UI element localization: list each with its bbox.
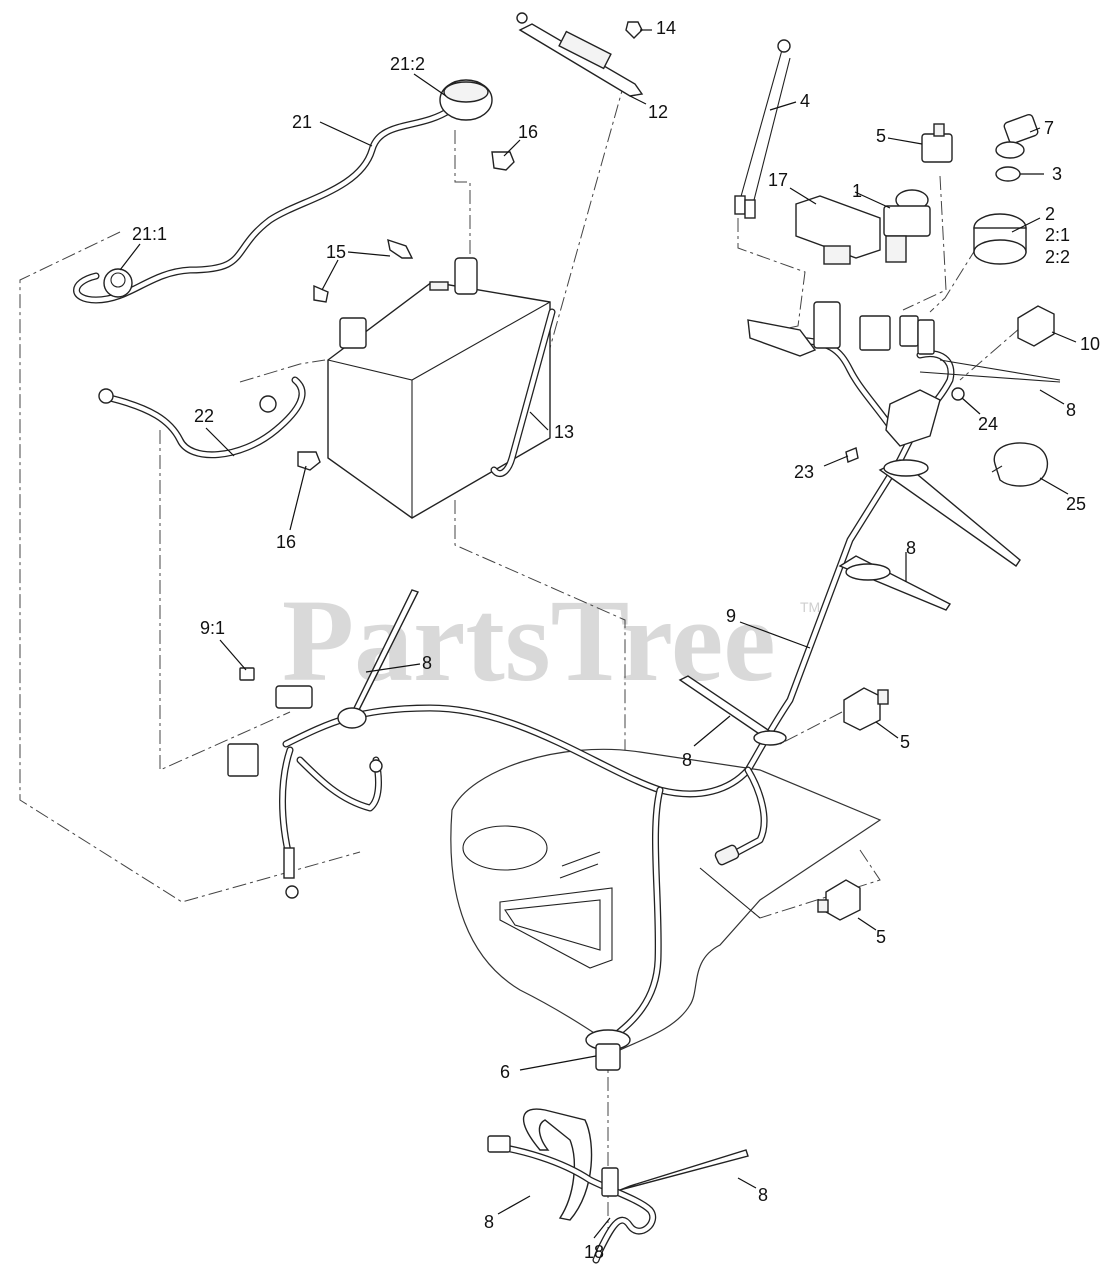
callout-1: 1: [852, 181, 862, 201]
nut-3: [995, 166, 1021, 182]
connector-9-1: [227, 667, 313, 777]
callout-9-1: 9:1: [200, 618, 225, 638]
callout-16-low: 16: [276, 532, 296, 552]
callout-labels: 1 2 2:1 2:2 3 4 5 5 5 6 7 8 8 8 8 8 8 8 …: [132, 18, 1100, 1262]
callout-24: 24: [978, 414, 998, 434]
screw-23: [845, 447, 859, 463]
callout-8-c: 8: [422, 653, 432, 673]
switch-5-low: [817, 879, 861, 921]
callout-15: 15: [326, 242, 346, 262]
callout-12: 12: [648, 102, 668, 122]
wing-nut-14: [625, 21, 643, 39]
callout-4: 4: [800, 91, 810, 111]
callout-8-e: 8: [758, 1185, 768, 1205]
clamp-25: [991, 442, 1049, 487]
battery-bolts-15: [313, 238, 414, 303]
harness-18: [487, 1135, 656, 1264]
nuts-16: [297, 151, 515, 471]
callout-10: 10: [1080, 334, 1100, 354]
ignition-switch-2: [973, 213, 1027, 265]
hour-meter-17: [795, 195, 881, 265]
negative-cable-22: [98, 376, 306, 459]
relay-10: [1017, 305, 1055, 347]
callout-23: 23: [794, 462, 814, 482]
callout-21: 21: [292, 112, 312, 132]
callout-14: 14: [656, 18, 676, 38]
switch-5-mid: [843, 687, 889, 731]
callout-16-top: 16: [518, 122, 538, 142]
callout-8-b: 8: [906, 538, 916, 558]
callout-9: 9: [726, 606, 736, 626]
mower-deck: [450, 748, 882, 1051]
callout-5-mid: 5: [900, 732, 910, 752]
seat-switch-5-top: [921, 123, 953, 163]
callout-21-1: 21:1: [132, 224, 167, 244]
callout-13: 13: [554, 422, 574, 442]
callout-17: 17: [768, 170, 788, 190]
callout-8-f: 8: [484, 1212, 494, 1232]
nut-24: [951, 387, 965, 401]
assembly-lines: [19, 79, 1021, 1232]
callout-8-d: 8: [682, 750, 692, 770]
grommet-6: [585, 1029, 631, 1071]
watermark-trademark: TM: [800, 599, 820, 615]
callout-2-1: 2:1: [1045, 225, 1070, 245]
callout-22: 22: [194, 406, 214, 426]
battery-hold-strap-13: [490, 308, 556, 477]
harness-connectors: [747, 301, 1061, 447]
callout-18: 18: [584, 1242, 604, 1262]
callout-5-low: 5: [876, 927, 886, 947]
battery: [327, 257, 551, 519]
callout-7: 7: [1044, 118, 1054, 138]
hold-down-rod-12: [516, 12, 644, 97]
pto-switch-1: [883, 189, 931, 263]
callout-25: 25: [1066, 494, 1086, 514]
callout-2: 2: [1045, 204, 1055, 224]
callout-6: 6: [500, 1062, 510, 1082]
key-7: [995, 113, 1039, 159]
positive-cable-21: [73, 79, 493, 304]
jumper-wire-4: [734, 39, 791, 219]
callout-21-2: 21:2: [390, 54, 425, 74]
callout-5-top: 5: [876, 126, 886, 146]
leader-lines: [119, 29, 1077, 1239]
callout-2-2: 2:2: [1045, 247, 1070, 267]
cable-ties-8: [337, 371, 1061, 1221]
callout-8-a: 8: [1066, 400, 1076, 420]
callout-3: 3: [1052, 164, 1062, 184]
